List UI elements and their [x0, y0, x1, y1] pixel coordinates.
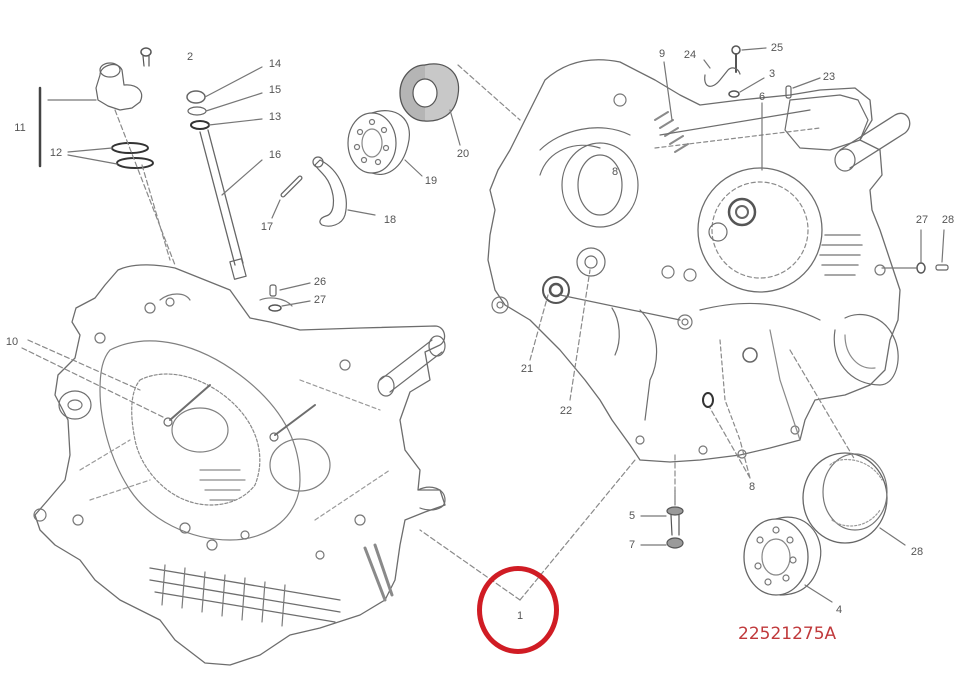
- right-crankcase-half: [487, 59, 911, 463]
- callout-part-12[interactable]: 12: [49, 147, 63, 159]
- callout-part-19[interactable]: 19: [424, 175, 438, 187]
- callout-part-4[interactable]: 4: [835, 604, 843, 616]
- callout-part-20[interactable]: 20: [456, 148, 470, 160]
- part-1-highlight-circle: [477, 566, 559, 654]
- part-12-o-rings: [67, 142, 154, 169]
- callout-part-21[interactable]: 21: [520, 363, 534, 375]
- part-20-seal: [399, 63, 461, 146]
- callout-part-6[interactable]: 6: [758, 91, 766, 103]
- part-11-housing: [38, 62, 143, 168]
- callout-part-26[interactable]: 26: [313, 276, 327, 288]
- callout-part-15[interactable]: 15: [268, 84, 282, 96]
- callout-part-11[interactable]: 11: [14, 122, 26, 134]
- callout-part-23[interactable]: 23: [822, 71, 836, 83]
- callout-part-27-left[interactable]: 27: [313, 294, 327, 306]
- part-2-bolt: [140, 47, 152, 67]
- callout-part-25[interactable]: 25: [770, 42, 784, 54]
- parts-17-18-shift-fork: [271, 156, 376, 227]
- callout-part-9[interactable]: 9: [658, 48, 666, 60]
- callout-part-3[interactable]: 3: [768, 68, 776, 80]
- leader-lines: [21, 64, 856, 601]
- callout-part-1[interactable]: 1: [516, 610, 524, 622]
- callout-part-28-right-pin[interactable]: 28: [941, 214, 955, 226]
- callout-part-18[interactable]: 18: [383, 214, 397, 226]
- parts-13-16-dipstick-assembly: [186, 66, 263, 280]
- part-28-bearing-ring: [802, 452, 906, 546]
- callout-part-5[interactable]: 5: [628, 510, 636, 522]
- parts-26-27-left-pins: [268, 282, 311, 312]
- callout-part-24[interactable]: 24: [683, 49, 697, 61]
- callout-part-27-right[interactable]: 27: [915, 214, 929, 226]
- callout-part-8-upper[interactable]: 8: [611, 166, 619, 178]
- diagram-reference-code: 22521275A: [738, 624, 837, 644]
- callout-part-17[interactable]: 17: [260, 221, 274, 233]
- callout-part-2[interactable]: 2: [186, 51, 194, 63]
- callout-part-14[interactable]: 14: [268, 58, 282, 70]
- callout-part-16[interactable]: 16: [268, 149, 282, 161]
- callout-part-28-ring[interactable]: 28: [910, 546, 924, 558]
- callout-part-13[interactable]: 13: [268, 111, 282, 123]
- part-19-bearing: [347, 110, 423, 177]
- part-4-roller-bearing: [743, 516, 833, 603]
- parts-27-28-right-pins: [881, 229, 949, 274]
- callout-part-22[interactable]: 22: [559, 405, 573, 417]
- parts-5-7-drain-plug: [640, 489, 684, 549]
- callout-part-10[interactable]: 10: [5, 336, 19, 348]
- left-crankcase-half: [33, 264, 446, 666]
- parts-3-6-23-24-25-top-right: [663, 45, 821, 171]
- callout-part-8[interactable]: 8: [748, 481, 756, 493]
- callout-part-7[interactable]: 7: [628, 539, 636, 551]
